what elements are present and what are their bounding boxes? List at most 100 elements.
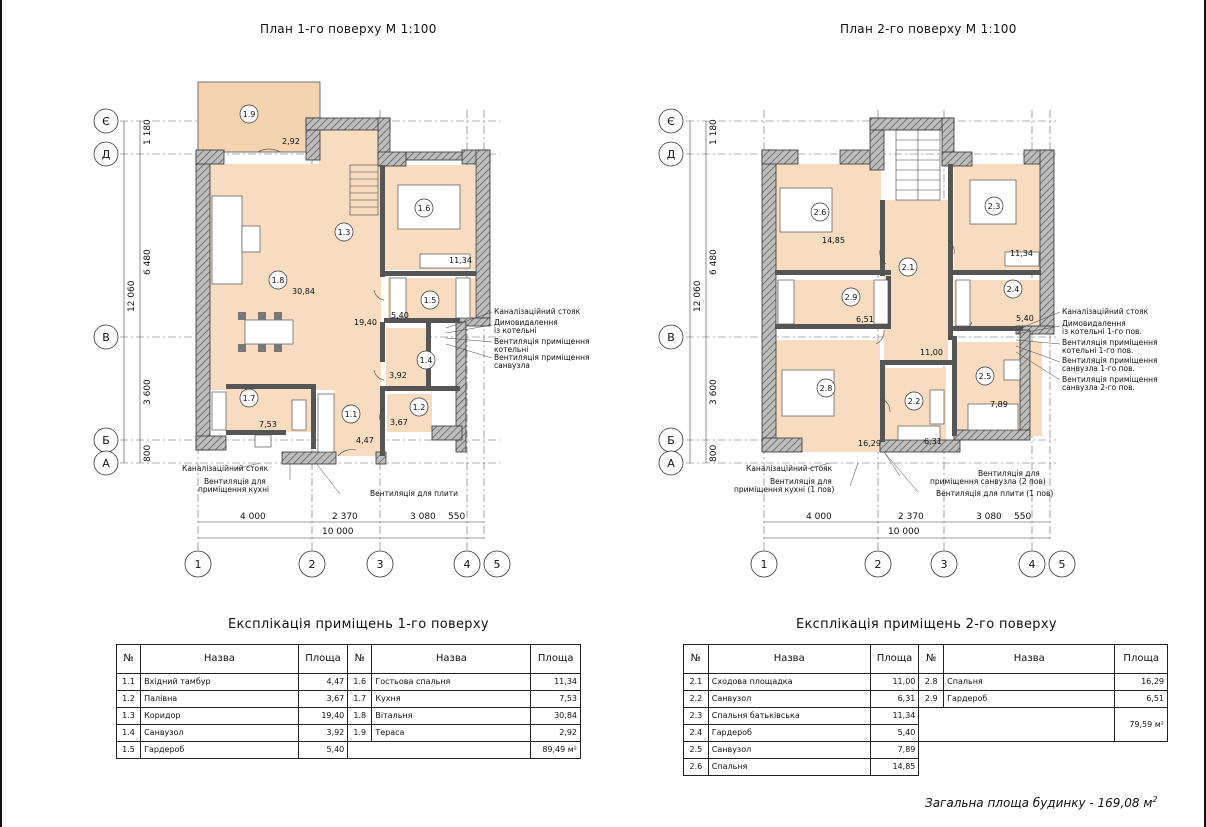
table-cell: Санвузол <box>707 690 871 708</box>
room-marker-2.1: 2.1 <box>902 263 915 272</box>
f1-dim-top-1: 2 370 <box>332 512 358 522</box>
f2-dim-top-1: 2 370 <box>898 512 924 522</box>
f1-axis-row-2: В <box>102 331 110 344</box>
room-marker-1.8: 1.8 <box>272 276 285 285</box>
f2-dim-left-1: 6 480 <box>709 249 719 275</box>
f1-axis-col-bubble-3 <box>453 550 481 578</box>
f2-note-1a: Димовидалення <box>1062 319 1126 328</box>
table-cell: 7,89 <box>869 741 920 759</box>
table-header-4: Назва <box>943 644 1116 674</box>
f2-dim-left-total: 12 060 <box>693 280 703 312</box>
table-cell: 2.1 <box>683 673 709 691</box>
room-area-2.1: 11,00 <box>920 348 943 357</box>
table-header-0: № <box>683 644 709 674</box>
table-cell: 11,34 <box>869 707 920 725</box>
f2-note-0: Каналізаційний стояк <box>1062 307 1149 316</box>
table-cell: Сходова площадка <box>707 673 871 691</box>
f1-dim-top-0: 4 000 <box>240 512 266 522</box>
room-area-2.6: 14,85 <box>822 236 845 245</box>
f2-axis-col-3: 4 <box>1029 558 1036 571</box>
table-cell: Спальня батьківська <box>707 707 871 725</box>
f2-axis-col-bubble-4 <box>1048 550 1076 578</box>
f2-axis-row-4: А <box>667 457 675 470</box>
total-area-unit: 2 <box>1152 795 1158 804</box>
f2-bnote-2b: приміщення кухні (1 пов) <box>734 485 834 494</box>
f2-dim-top-3: 550 <box>1014 512 1031 522</box>
table-sum: 89,49 м² <box>530 741 581 759</box>
table-cell <box>347 741 532 759</box>
f2-note-2b: котельні 1-го пов. <box>1062 346 1133 355</box>
f2-axis-col-bubble-0 <box>750 550 778 578</box>
table-cell: 3,67 <box>297 690 349 708</box>
table-cell: 1.8 <box>347 707 373 725</box>
room-area-1.6: 11,34 <box>449 256 472 265</box>
table-cell: 11,34 <box>530 673 581 691</box>
f1-axis-row-bubble-4 <box>93 450 119 476</box>
f1-note-1b: із котельні <box>494 326 537 335</box>
f2-note-4a: Вентиляція приміщення <box>1062 375 1158 384</box>
f2-axis-row-bubble-2 <box>658 324 684 350</box>
table-header-1: Назва <box>707 644 871 674</box>
f2-bnote-0: Каналізаційний стояк <box>746 464 833 473</box>
f1-axis-col-4: 5 <box>494 558 501 571</box>
table-cell: Кухня <box>371 690 532 708</box>
f1-note-2b: котельні <box>494 345 528 354</box>
table-cell: 1.4 <box>115 724 142 742</box>
table-header-1: Назва <box>140 644 299 674</box>
f1-axis-row-4: А <box>102 457 110 470</box>
f2-bnote-1b: приміщення санвузла (2 пов) <box>930 477 1046 486</box>
table-cell: 1.3 <box>115 707 142 725</box>
f1-axis-row-bubble-1 <box>93 141 119 167</box>
room-marker-1.3: 1.3 <box>338 228 351 237</box>
f2-axis-col-2: 3 <box>941 558 948 571</box>
table-cell: 2,92 <box>530 724 581 742</box>
f2-dim-top-0: 4 000 <box>806 512 832 522</box>
room-area-2.2: 6,31 <box>924 437 942 446</box>
f1-dim-left-2: 3 600 <box>143 379 153 405</box>
table-cell: Вітальня <box>371 707 532 725</box>
room-area-1.3: 19,40 <box>354 318 377 327</box>
table-header-4: Назва <box>371 644 532 674</box>
room-area-1.5: 5,40 <box>391 311 409 320</box>
table-cell: 2.2 <box>683 690 709 708</box>
table-cell: 1.9 <box>347 724 373 742</box>
f1-bnote-0: Каналізаційний стояк <box>182 464 269 473</box>
f2-note-1b: із котельні 1-го пов. <box>1062 327 1142 336</box>
room-area-2.4: 5,40 <box>1016 314 1034 323</box>
floor1-plan: 1.11.21.31.41.51.61.71.81.9 4,473,6719,4… <box>120 81 500 550</box>
f1-axis-row-3: Б <box>102 434 110 447</box>
room-marker-2.5: 2.5 <box>979 372 992 381</box>
table-cell: 2.9 <box>918 690 945 708</box>
table-cell: 30,84 <box>530 707 581 725</box>
f2-dim-left-0: 1 180 <box>709 119 719 145</box>
table-cell: 1.5 <box>115 741 142 759</box>
f1-axis-col-bubble-1 <box>298 550 326 578</box>
table-cell <box>918 707 1116 742</box>
table-cell: Тераса <box>371 724 532 742</box>
f2-axis-row-bubble-1 <box>658 141 684 167</box>
room-area-1.9: 2,92 <box>282 137 300 146</box>
table-cell: Гардероб <box>707 724 871 742</box>
f2-bnote-2a: Вентиляція для <box>770 477 832 486</box>
room-area-1.8: 30,84 <box>292 287 315 296</box>
table-header-3: № <box>918 644 945 674</box>
table-cell: 2.6 <box>683 758 709 776</box>
table-sum: 79,59 м² <box>1114 707 1168 742</box>
table-cell: Гардероб <box>140 741 299 759</box>
f1-axis-col-0: 1 <box>195 558 202 571</box>
f1-note-2a: Вентиляція приміщення <box>494 337 590 346</box>
f1-bnote-1a: Вентиляція для <box>204 477 266 486</box>
f1-dim-left-0: 1 180 <box>143 119 153 145</box>
table-cell: 11,00 <box>869 673 920 691</box>
table-cell: 3,92 <box>297 724 349 742</box>
f1-note-1a: Димовидалення <box>494 318 558 327</box>
room-area-1.1: 4,47 <box>356 436 374 445</box>
table-cell: Палівна <box>140 690 299 708</box>
explication1-title: Експлікація приміщень 1-го поверху <box>228 617 489 632</box>
f2-axis-row-bubble-4 <box>658 450 684 476</box>
table-cell: 6,31 <box>869 690 920 708</box>
